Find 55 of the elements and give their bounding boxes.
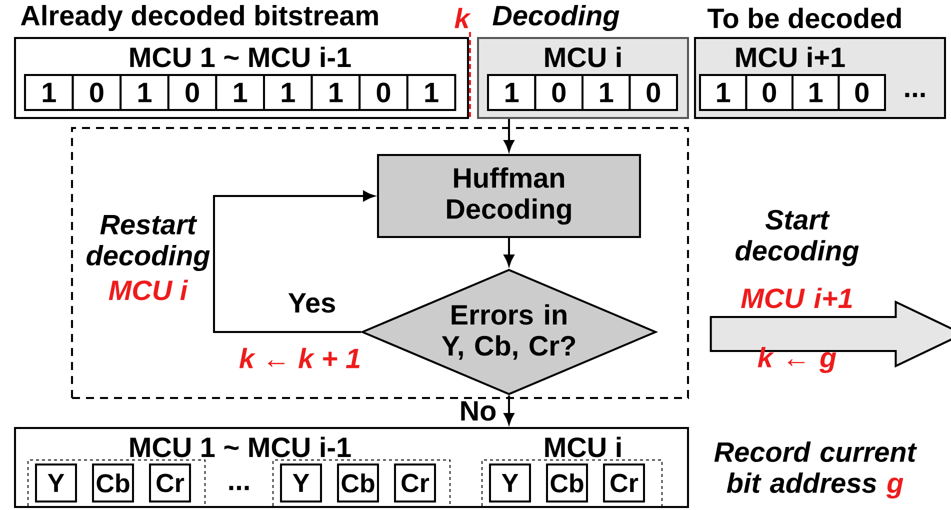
dashed-group xyxy=(272,460,450,508)
bit-cell: 1 xyxy=(120,74,170,111)
bit-cell: 1 xyxy=(263,74,313,111)
arrow xyxy=(504,119,514,152)
bit-cell: Y xyxy=(280,464,322,502)
dashed-group xyxy=(482,460,662,508)
edge-label: Yes xyxy=(286,292,338,314)
box-title: MCU i xyxy=(545,436,621,458)
bit-cell: Cb xyxy=(337,464,379,502)
bit-cell: Y xyxy=(489,464,531,502)
bit-cell: 0 xyxy=(745,74,794,111)
box-title: MCU i+1 xyxy=(736,46,845,68)
bit-cell: Cb xyxy=(92,464,134,502)
box-title: MCU i xyxy=(545,46,621,68)
bit-cell: 0 xyxy=(838,74,886,111)
position-label: k xyxy=(454,8,471,28)
bit-cell: 1 xyxy=(582,74,631,111)
bit-cell: 1 xyxy=(406,74,456,111)
arrow-caption: k ← g xyxy=(758,346,836,374)
bit-cell: 0 xyxy=(534,74,584,111)
arrow xyxy=(504,238,514,266)
dashed-region xyxy=(71,127,689,399)
box-title: MCU 1 ~ MCU i-1 xyxy=(130,436,351,458)
bit-cell: 0 xyxy=(358,74,408,111)
arrow-caption: Start decoding xyxy=(736,210,859,266)
bit-cell: 1 xyxy=(24,74,74,111)
bit-cell: 0 xyxy=(628,74,678,111)
bit-cell: Cr xyxy=(603,464,645,502)
heading-text: Decoding xyxy=(492,4,620,32)
bit-cell: 1 xyxy=(215,74,265,111)
bit-cell: 1 xyxy=(310,74,361,111)
bit-cell: Cr xyxy=(394,464,436,502)
bit-cell: Y xyxy=(35,464,77,502)
note-text: Record current bit address g xyxy=(714,441,918,499)
ellipsis: ... xyxy=(229,486,249,490)
bit-cell: 1 xyxy=(699,74,748,111)
box-title: MCU 1 ~ MCU i-1 xyxy=(130,46,351,68)
bit-cell: Cb xyxy=(546,464,588,502)
process-box: Huffman Decoding xyxy=(377,154,641,238)
bit-cell: 1 xyxy=(487,74,536,111)
bit-cell: 1 xyxy=(792,74,840,111)
bit-cell: 0 xyxy=(72,74,122,111)
note-text: Restart decoding xyxy=(86,214,210,272)
update-label: k ← k + 1 xyxy=(239,348,360,368)
edge-label: No xyxy=(458,400,498,422)
bit-cell: 0 xyxy=(167,74,218,111)
dashed-group xyxy=(28,460,206,508)
ellipsis: ... xyxy=(905,92,925,98)
arrow xyxy=(504,396,514,424)
arrow xyxy=(213,190,374,333)
bit-cell: Cr xyxy=(149,464,191,502)
note-text: MCU i xyxy=(108,280,188,300)
arrow-caption: MCU i+1 xyxy=(741,288,852,308)
heading-text: To be decoded xyxy=(708,8,901,28)
heading-text: Already decoded bitstream xyxy=(20,4,378,32)
